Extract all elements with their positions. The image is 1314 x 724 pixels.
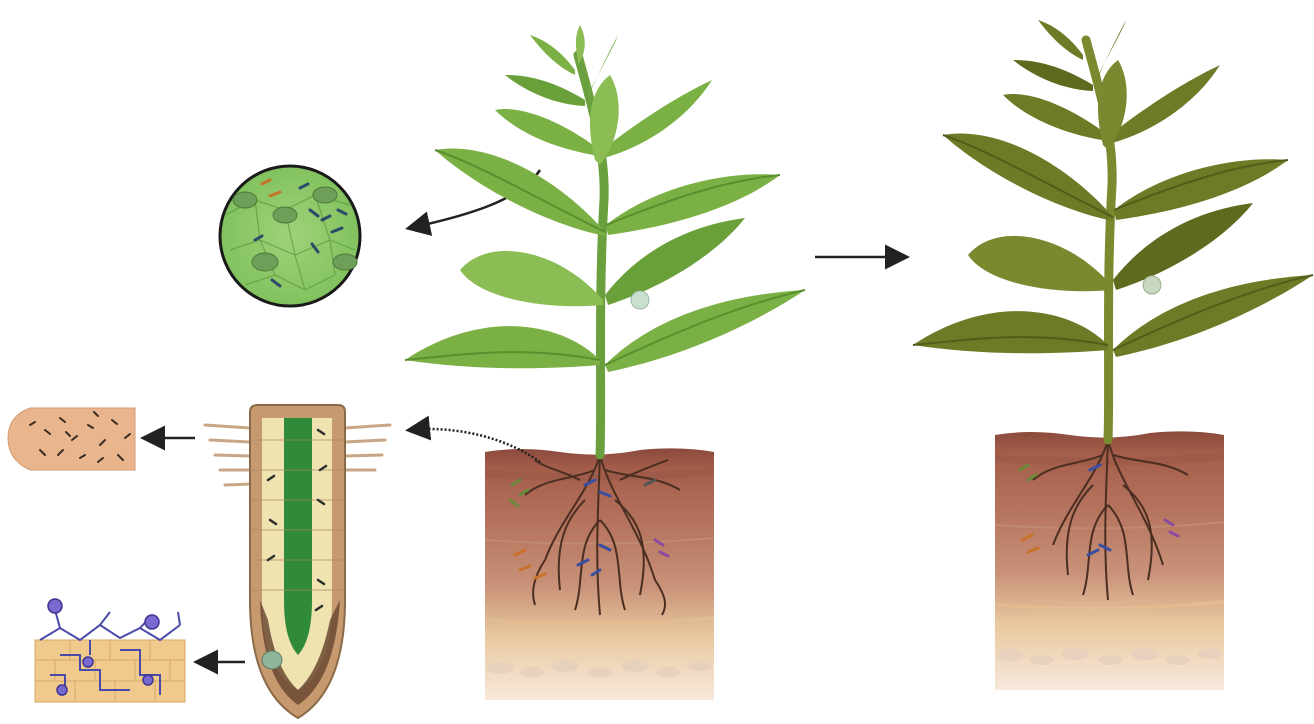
- mycorrhizal-network: [35, 599, 185, 702]
- root-tip-section: [205, 405, 390, 718]
- leaf-spot-stressed: [1143, 276, 1161, 294]
- root-tip-nodule: [262, 651, 282, 669]
- root-surface-bacteria-icon: [8, 408, 135, 470]
- leaf-cells-with-bacteria-icon: [220, 166, 360, 306]
- stressed-plant-in-soil: [913, 20, 1313, 690]
- healthy-plant-in-soil: [405, 25, 805, 700]
- root-surface-zoom: [8, 408, 135, 470]
- soil-profile-stressed: [995, 431, 1224, 690]
- leaf-microbiome-inset: [220, 166, 360, 306]
- leaf-spot-healthy: [631, 291, 649, 309]
- vascular-cylinder: [284, 418, 312, 655]
